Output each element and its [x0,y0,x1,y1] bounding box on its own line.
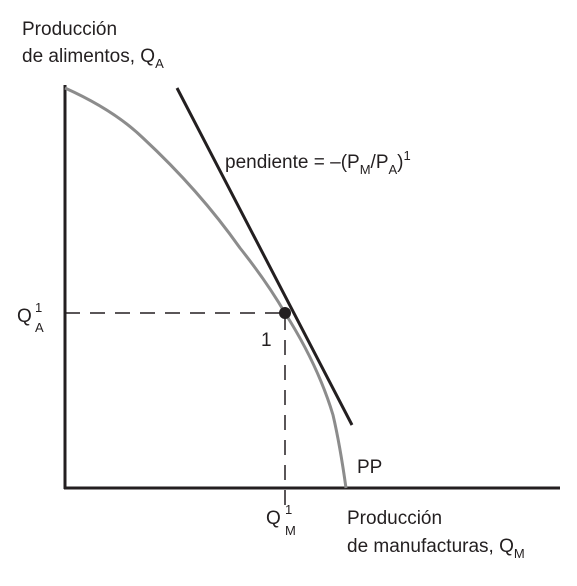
qa1-label: Q [17,306,32,327]
qm1-subscript: M [285,523,296,538]
slope-label-sup: 1 [404,148,411,163]
x-axis-label-subscript: M [514,546,525,561]
slope-label-main: pendiente = –(P [225,152,360,173]
point-label: 1 [261,330,272,351]
y-axis-label-line2: de alimentos, QA [22,46,164,71]
tangent-line [175,87,354,426]
slope-label-sub-m: M [360,162,371,177]
slope-label-sub-a: A [389,162,398,177]
qa1-subscript: A [35,320,44,335]
slope-label-close: ) [397,152,403,173]
y-axis-label-text: de alimentos, Q [22,46,155,67]
tangency-point [279,307,291,319]
x-axis-label-line2: de manufacturas, QM [347,536,525,561]
x-axis-label-text: de manufacturas, Q [347,536,514,557]
curve-label: PP [357,457,382,478]
qm1-label: Q [266,508,281,529]
ppf-curve [64,86,348,489]
y-axis-label-line1: Producción [22,19,117,40]
slope-label-mid: /P [371,152,389,173]
slope-label: pendiente = –(PM/PA)1 [225,148,411,177]
qm1-superscript: 1 [285,502,292,517]
qa1-superscript: 1 [35,300,42,315]
y-axis-label-subscript: A [155,56,164,71]
x-axis-label-line1: Producción [347,508,442,529]
